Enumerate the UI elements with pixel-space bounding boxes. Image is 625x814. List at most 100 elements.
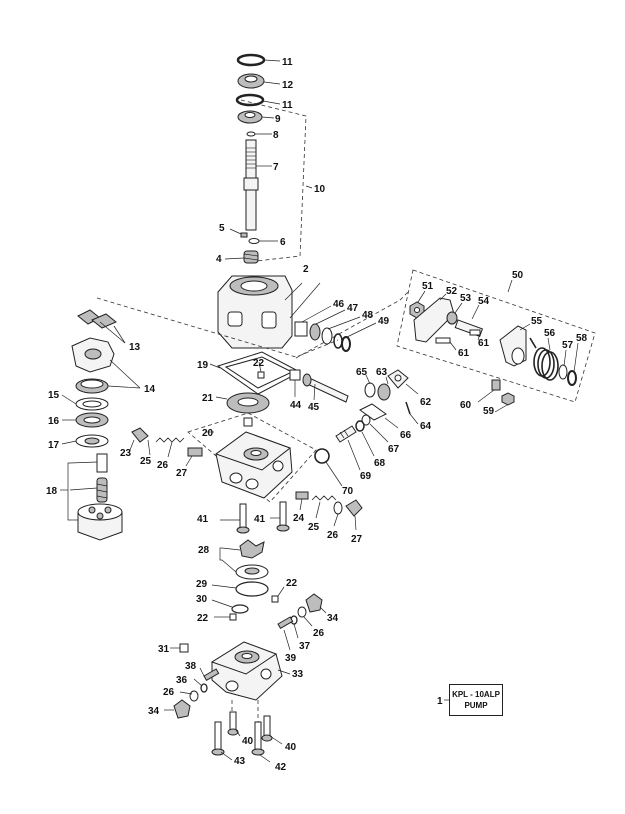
callout-30: 30 <box>196 594 208 605</box>
callout-40-right: 40 <box>285 742 297 753</box>
callout-29: 29 <box>196 579 208 590</box>
callout-9: 9 <box>275 114 281 125</box>
title-model: KPL - 10ALP <box>452 690 500 699</box>
callout-68: 68 <box>374 458 386 469</box>
callout-61-upper: 61 <box>478 338 490 349</box>
callout-11-top: 11 <box>282 57 293 68</box>
callout-42: 42 <box>275 762 287 773</box>
callout-31: 31 <box>158 644 170 655</box>
title-description: PUMP <box>464 701 488 710</box>
valve-block: 20 <box>187 412 317 503</box>
lever-assembly: 50 51 52 53 54 61 61 55 <box>396 269 596 417</box>
callout-61-lower: 61 <box>458 348 470 359</box>
callout-64: 64 <box>420 421 432 432</box>
callout-59: 59 <box>483 406 495 417</box>
torsion-spring <box>529 337 559 381</box>
callout-67: 67 <box>388 444 400 455</box>
callout-47: 47 <box>347 303 359 314</box>
callout-24: 24 <box>293 513 305 524</box>
callout-46: 46 <box>333 299 345 310</box>
callout-58: 58 <box>576 333 588 344</box>
title-callout-number: 1 <box>437 696 443 707</box>
callout-34-right: 34 <box>327 613 339 624</box>
lower-port-plug: 38 36 26 34 <box>148 661 220 719</box>
callout-39: 39 <box>285 653 297 664</box>
callout-53: 53 <box>460 293 472 304</box>
retaining-ring-top <box>236 53 266 67</box>
callout-19: 19 <box>197 360 209 371</box>
callout-63: 63 <box>376 367 388 378</box>
callout-50: 50 <box>512 270 524 281</box>
bolts-41: 41 41 <box>197 501 290 534</box>
callout-62: 62 <box>420 397 432 408</box>
callout-41-left: 41 <box>197 514 209 525</box>
callout-25-right: 25 <box>308 522 320 533</box>
callout-57: 57 <box>562 340 574 351</box>
shaft-assembly: 11 12 11 9 8 7 10 5 6 4 <box>216 53 326 265</box>
callout-33: 33 <box>292 669 304 680</box>
drive-spring <box>243 250 259 264</box>
callout-14: 14 <box>144 384 156 395</box>
callout-51: 51 <box>422 281 434 292</box>
callout-23: 23 <box>120 448 132 459</box>
gerotor-set: 28 29 30 22 22 <box>196 539 298 624</box>
callout-44: 44 <box>290 400 302 411</box>
callout-40-left: 40 <box>242 736 254 747</box>
callout-38: 38 <box>185 661 197 672</box>
callout-70: 70 <box>342 486 354 497</box>
right-valve-parts: 62 63 65 64 66 67 68 69 70 <box>314 367 432 497</box>
callout-48: 48 <box>362 310 374 321</box>
callout-54: 54 <box>478 296 490 307</box>
callout-4: 4 <box>216 254 222 265</box>
callout-26-lower: 26 <box>163 687 175 698</box>
callout-17: 17 <box>48 440 60 451</box>
callout-69: 69 <box>360 471 372 482</box>
callout-43: 43 <box>234 756 246 767</box>
left-relief-valve: 23 25 26 27 <box>120 427 203 479</box>
callout-34-left: 34 <box>148 706 160 717</box>
callout-13: 13 <box>129 342 141 353</box>
callout-8: 8 <box>273 130 279 141</box>
callout-16: 16 <box>48 416 60 427</box>
left-parts: 13 14 15 16 17 18 <box>46 309 156 541</box>
callout-18: 18 <box>46 486 58 497</box>
callout-25-left: 25 <box>140 456 152 467</box>
callout-26-right: 26 <box>327 530 339 541</box>
callout-20: 20 <box>202 428 214 439</box>
callout-56: 56 <box>544 328 556 339</box>
callout-45: 45 <box>308 402 320 413</box>
callout-5: 5 <box>219 223 225 234</box>
callout-6: 6 <box>280 237 286 248</box>
callout-52: 52 <box>446 286 458 297</box>
callout-66: 66 <box>400 430 412 441</box>
callout-55: 55 <box>531 316 543 327</box>
callout-10: 10 <box>314 184 326 195</box>
title-block: KPL - 10ALP PUMP <box>449 684 503 716</box>
housing-seals: 46 47 48 49 <box>294 299 390 352</box>
callout-21: 21 <box>202 393 214 404</box>
bottom-bolts: 40 40 43 42 <box>211 711 297 773</box>
pump-housing: 2 <box>96 264 411 359</box>
callout-26-left: 26 <box>157 460 169 471</box>
valve-plate-area: 19 22 21 44 45 <box>197 351 349 414</box>
callout-2: 2 <box>303 264 309 275</box>
callout-37: 37 <box>299 641 311 652</box>
callout-41-right: 41 <box>254 514 266 525</box>
callout-22-right: 22 <box>286 578 298 589</box>
callout-28: 28 <box>198 545 210 556</box>
callout-22-left: 22 <box>197 613 209 624</box>
callout-11-lower: 11 <box>282 100 293 111</box>
callout-27-left: 27 <box>176 468 188 479</box>
callout-49: 49 <box>378 316 390 327</box>
callout-60: 60 <box>460 400 472 411</box>
callout-7: 7 <box>273 162 279 173</box>
upper-port-plug: 34 26 37 39 <box>277 593 339 664</box>
callout-15: 15 <box>48 390 60 401</box>
callout-26-upper: 26 <box>313 628 325 639</box>
callout-36: 36 <box>176 675 188 686</box>
right-relief-valve: 24 25 26 27 <box>293 491 363 545</box>
callout-65: 65 <box>356 367 368 378</box>
retaining-ring-lower <box>235 93 265 107</box>
